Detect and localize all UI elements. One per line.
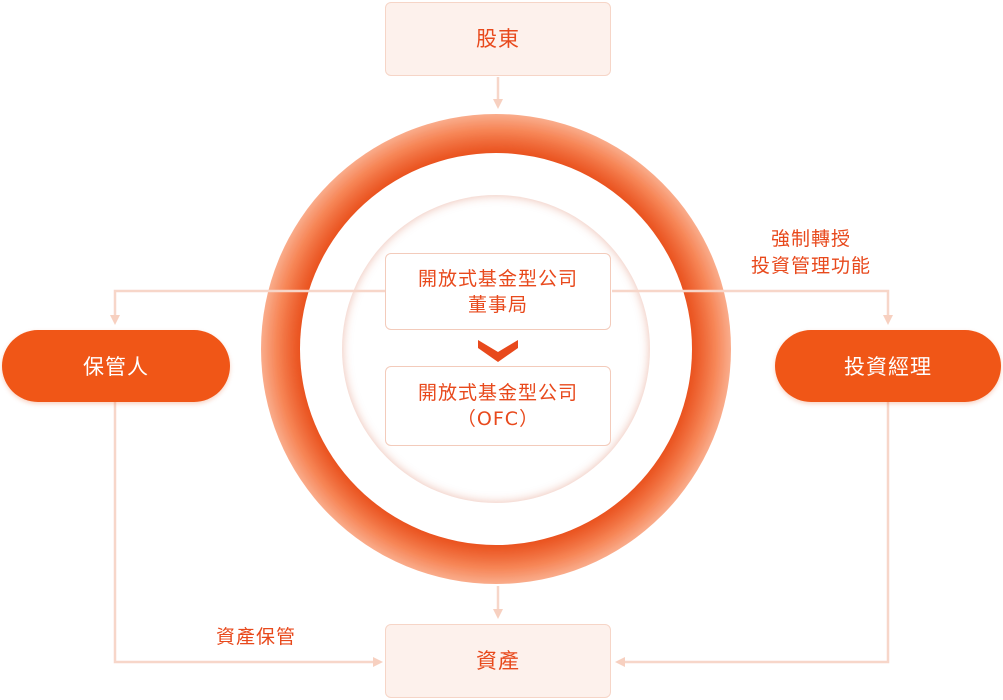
- shareholders-label: 股東: [476, 27, 520, 51]
- ofc-box: 開放式基金型公司 （OFC）: [385, 366, 611, 446]
- investment-manager-label: 投資經理: [844, 355, 932, 379]
- ofc-label-line1: 開放式基金型公司: [417, 382, 578, 404]
- custodian-pill: 保管人: [2, 330, 230, 402]
- connector-board-custodian: [110, 289, 385, 325]
- delegation-label-line2: 投資管理功能: [750, 255, 871, 277]
- shareholders-box: 股東: [385, 2, 611, 76]
- delegation-label-line1: 強制轉授: [770, 228, 851, 250]
- assets-label: 資產: [476, 649, 520, 673]
- ring-center: [342, 195, 650, 503]
- connector-custodian-assets: [113, 402, 383, 667]
- connector-board-manager: [612, 289, 893, 325]
- board-label-line1: 開放式基金型公司: [417, 267, 578, 290]
- chevron-down-icon: [478, 340, 518, 362]
- ofc-label-line2: （OFC）: [456, 408, 540, 430]
- investment-manager-pill: 投資經理: [775, 330, 1001, 402]
- board-box: 開放式基金型公司 董事局: [385, 253, 611, 330]
- asset-custody-label: 資產保管: [196, 624, 316, 651]
- delegation-label: 強制轉授 投資管理功能: [726, 226, 896, 280]
- assets-box: 資產: [385, 624, 611, 698]
- asset-custody-text: 資產保管: [215, 626, 296, 648]
- board-label-line2: 董事局: [467, 293, 528, 316]
- connector-manager-assets: [615, 402, 890, 667]
- custodian-label: 保管人: [83, 355, 149, 379]
